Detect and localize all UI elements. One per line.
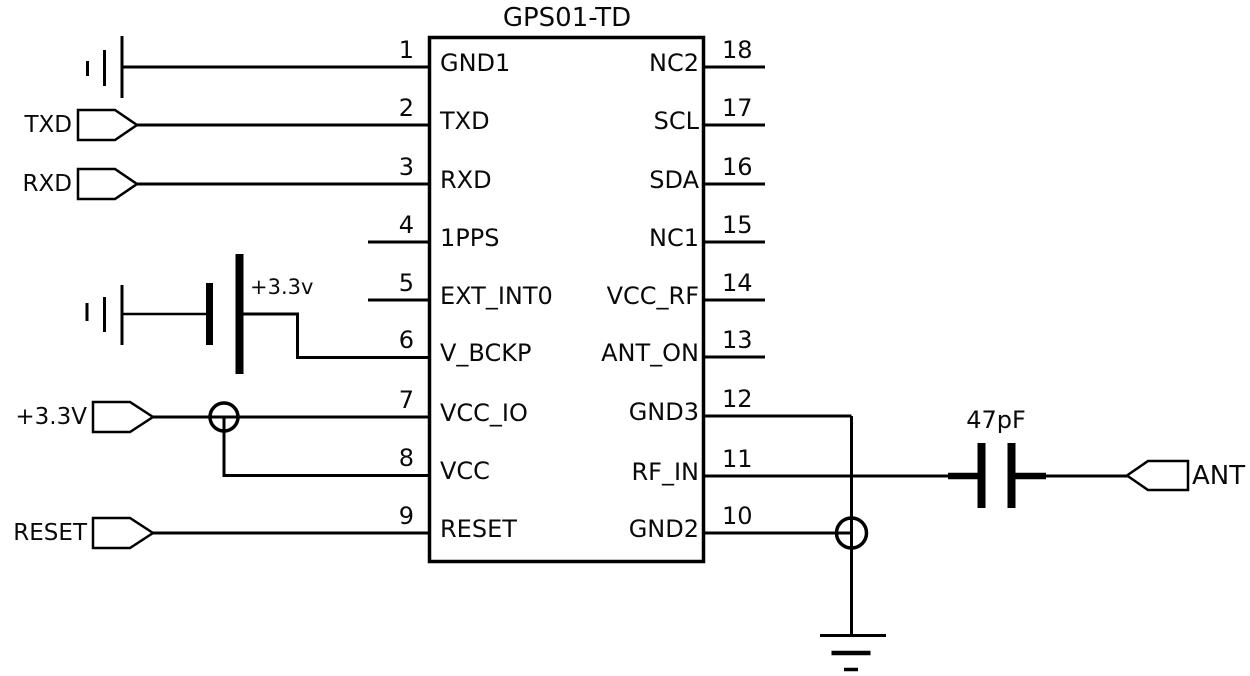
ground-symbol-battery	[85, 285, 124, 345]
pin-12-label: GND3	[628, 398, 699, 426]
pin-6-number: 6	[398, 326, 414, 354]
pin-2-label: TXD	[440, 107, 490, 135]
pin-3-number: 3	[398, 153, 414, 181]
pin-17-label: SCL	[653, 107, 699, 135]
pin-10-number: 10	[722, 502, 753, 530]
capacitor-symbol	[948, 443, 1046, 508]
pin-7-number: 7	[398, 386, 414, 414]
battery-symbol	[122, 254, 244, 374]
pin-7-label: VCC_IO	[440, 399, 528, 427]
vcc-connector	[91, 400, 156, 434]
pin-4-label: 1PPS	[440, 224, 500, 252]
pin-9-number: 9	[398, 502, 414, 530]
pin-13-label: ANT_ON	[601, 339, 699, 367]
left-pin-wires	[122, 65, 429, 535]
rxd-port-label: RXD	[22, 171, 72, 197]
pin-9-label: RESET	[440, 515, 517, 543]
junction-circle-gnd	[834, 516, 869, 550]
reset-connector	[91, 516, 156, 550]
port-connectors	[76, 108, 1190, 550]
pin-8-label: VCC	[440, 457, 490, 485]
pin-3-label: RXD	[440, 166, 492, 194]
pin-18-number: 18	[722, 36, 753, 64]
pin-10-label: GND2	[628, 515, 699, 543]
ground-symbol-top-left	[86, 36, 124, 98]
pin-12-number: 12	[722, 385, 753, 413]
pin-14-number: 14	[722, 269, 753, 297]
rxd-connector	[76, 167, 140, 201]
pin-5-label: EXT_INT0	[440, 282, 553, 310]
pin-1-label: GND1	[440, 49, 511, 77]
pin-2-number: 2	[398, 94, 414, 122]
reset-port-label: RESET	[13, 520, 87, 546]
txd-connector	[76, 108, 140, 142]
pin-17-number: 17	[722, 94, 753, 122]
pin-18-label: NC2	[649, 49, 699, 77]
battery-voltage-label: +3.3v	[250, 275, 314, 299]
pin-6-label: V_BCKP	[440, 339, 532, 367]
ground-symbol-bottom	[820, 634, 886, 672]
ant-port-label: ANT	[1192, 461, 1246, 491]
pin-1-number: 1	[398, 36, 414, 64]
pin-16-label: SDA	[649, 166, 699, 194]
ic-title: GPS01-TD	[502, 3, 632, 33]
pin-13-number: 13	[722, 326, 753, 354]
ant-connector	[1124, 459, 1190, 492]
pin-5-number: 5	[398, 269, 414, 297]
pin-11-number: 11	[722, 445, 753, 473]
right-pin-wires	[703, 65, 1128, 636]
junction-circle-vcc	[208, 401, 240, 433]
pin-15-label: NC1	[649, 224, 699, 252]
pin-8-number: 8	[398, 444, 414, 472]
pin-4-number: 4	[398, 211, 414, 239]
capacitor-value-label: 47pF	[966, 406, 1026, 434]
pin-11-label: RF_IN	[631, 458, 699, 486]
pin-16-number: 16	[722, 153, 753, 181]
txd-port-label: TXD	[24, 112, 72, 138]
pin-14-label: VCC_RF	[606, 282, 699, 310]
pin-15-number: 15	[722, 211, 753, 239]
vcc-port-label: +3.3V	[15, 404, 87, 430]
